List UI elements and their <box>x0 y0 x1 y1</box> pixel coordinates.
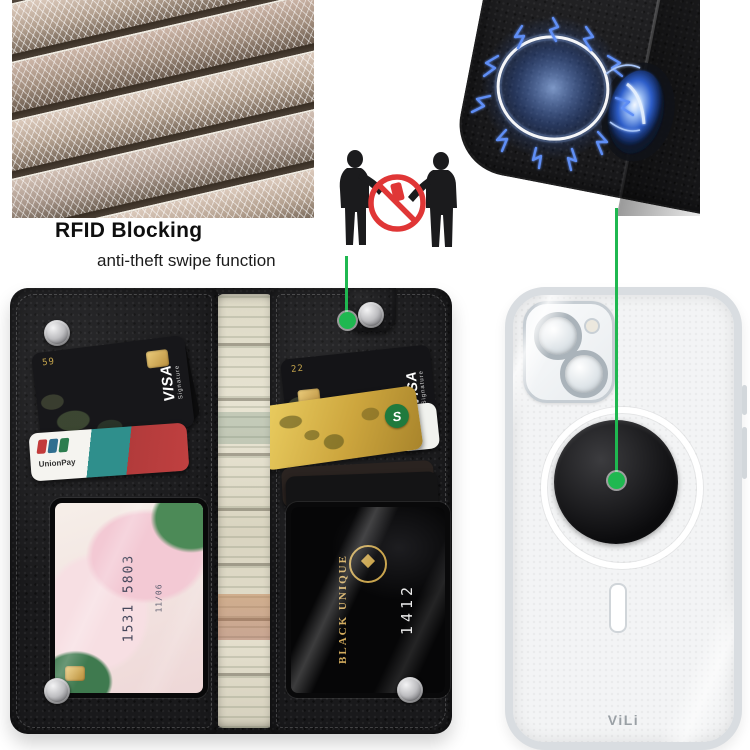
window-card-art <box>55 503 203 693</box>
wallet-case-photo: 59 VISA Signature UnionPay 1531 5803 11/… <box>10 288 452 734</box>
money-band-orange <box>216 594 274 640</box>
unionpay-card: UnionPay <box>28 422 190 482</box>
money-bills <box>216 294 274 728</box>
wallet-left-panel: 59 VISA Signature UnionPay 1531 5803 11/… <box>10 288 218 734</box>
money-band-green <box>216 412 274 444</box>
person-silhouettes <box>339 150 457 247</box>
card-name: BLACK UNIQUE <box>337 554 349 665</box>
side-button <box>742 385 747 415</box>
rfid-title: RFID Blocking <box>55 219 203 242</box>
card-number-vertical: 1531 5803 <box>122 554 137 642</box>
magsafe-align-slot <box>609 583 627 633</box>
card-window-right: BLACK UNIQUE 1412 <box>286 502 450 698</box>
visa-logo: VISA Signature <box>157 363 184 403</box>
connector-dot-antitheft <box>339 312 356 329</box>
camera-island <box>523 301 615 403</box>
card-digits: 1412 <box>398 583 416 636</box>
card-digits: 1531 5803 <box>121 553 137 643</box>
clear-case-photo: ViLi <box>505 287 747 750</box>
card-chip <box>65 666 85 681</box>
rfid-material-photo <box>12 0 314 218</box>
rfid-layer-stack <box>12 0 314 218</box>
card-digits: 22 <box>290 363 305 375</box>
unionpay-logo-bars <box>36 439 48 455</box>
magnet-energy-graphic <box>470 16 675 172</box>
wallet-right-panel: 22 VISA Signature S <box>270 288 452 734</box>
card-digits: 59 <box>41 356 56 369</box>
snap-button-tab <box>358 302 384 328</box>
money-print-lines <box>216 294 274 728</box>
glow-streak <box>626 82 646 125</box>
unionpay-wordmark: UnionPay <box>38 457 76 469</box>
snap-button-bottom-right <box>397 677 423 703</box>
crest-ring <box>349 545 387 583</box>
magsafe-ring <box>496 35 610 141</box>
connector-dot-magnet <box>608 472 625 489</box>
anti-theft-icon <box>339 150 457 247</box>
camera-flash-icon <box>584 318 600 334</box>
connector-line-magnet <box>615 208 618 476</box>
card-expiry: 11/06 <box>154 583 164 613</box>
rfid-subtitle: anti-theft swipe function <box>97 251 276 270</box>
connector-line-antitheft <box>345 256 348 316</box>
prohibition-icon <box>368 174 426 232</box>
snap-button-top-left <box>44 320 70 346</box>
brand-mark: ViLi <box>607 712 640 728</box>
camera-lens-icon <box>560 350 608 398</box>
gold-card-letter: S <box>391 407 403 424</box>
magnetic-case-photo <box>440 0 700 216</box>
black-unique-card: BLACK UNIQUE 1412 <box>291 507 445 693</box>
side-button <box>742 427 747 479</box>
lightning-icon <box>470 16 635 172</box>
card-window-left: 1531 5803 11/06 <box>50 498 208 698</box>
snap-button-bottom-left <box>44 678 70 704</box>
card-expiry-vertical: 11/06 <box>155 583 164 612</box>
magnet-glow-oval <box>608 70 664 154</box>
black-unique-digits: 1412 <box>398 583 416 635</box>
black-unique-name: BLACK UNIQUE <box>337 554 349 664</box>
electric-arcs <box>605 64 641 132</box>
